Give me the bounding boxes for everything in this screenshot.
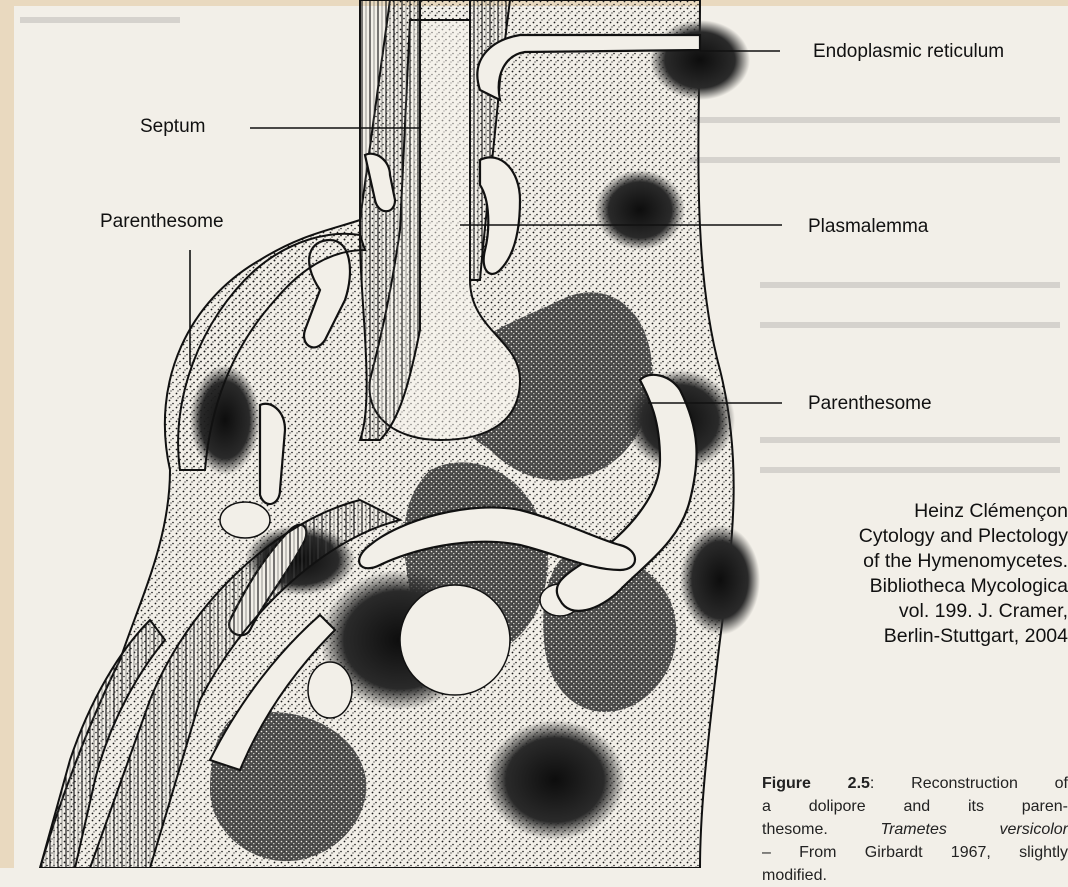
source-credit: Heinz Clémençon Cytology and Plectology … [760, 499, 1068, 649]
credit-title-line1: Cytology and Plectology [760, 524, 1068, 549]
caption-line-5: modified. [762, 864, 1068, 887]
caption-line-2: a dolipore and its paren- [762, 795, 1068, 818]
label-septum: Septum [140, 116, 205, 138]
caption-species: Trametes versicolor [880, 821, 1068, 838]
caption-line3-start: thesome. [762, 821, 880, 838]
figure-caption: Figure 2.5: Reconstruction of a dolipore… [762, 772, 1068, 887]
credit-place-year: Berlin-Stuttgart, 2004 [760, 624, 1068, 649]
credit-volume: vol. 199. J. Cramer, [760, 599, 1068, 624]
figure-page: Endoplasmic reticulum Septum Parenthesom… [0, 0, 1068, 868]
label-parenthesome-right: Parenthesome [808, 393, 932, 415]
credit-author: Heinz Clémençon [760, 499, 1068, 524]
credit-title-line2: of the Hymenomycetes. [760, 549, 1068, 574]
label-plasmalemma: Plasmalemma [808, 216, 928, 238]
caption-line-1: Figure 2.5: Reconstruction of [762, 772, 1068, 795]
credit-series: Bibliotheca Mycologica [760, 574, 1068, 599]
caption-line-4: – From Girbardt 1967, slightly [762, 841, 1068, 864]
caption-figure-label: Figure 2.5 [762, 775, 870, 792]
label-endoplasmic-reticulum: Endoplasmic reticulum [813, 41, 1004, 63]
left-border-strip [0, 0, 14, 868]
caption-line-3: thesome. Trametes versicolor [762, 818, 1068, 841]
caption-line1-rest: : Reconstruction of [870, 775, 1068, 792]
label-parenthesome-left: Parenthesome [100, 211, 224, 233]
